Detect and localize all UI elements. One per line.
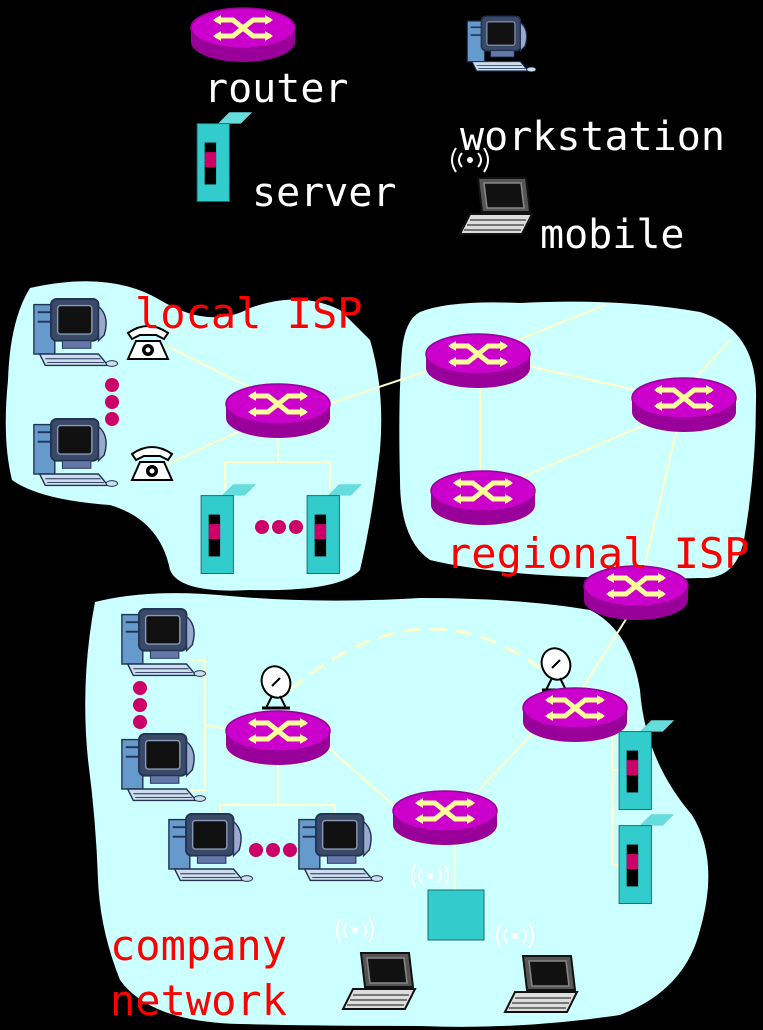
router-icon — [426, 334, 530, 388]
router-icon — [226, 384, 330, 438]
router-icon — [431, 471, 535, 525]
legend: router workstation server mobile — [191, 8, 725, 258]
router-icon — [632, 378, 736, 432]
legend-mobile-label: mobile — [540, 212, 685, 258]
local-isp-label: local ISP — [135, 289, 363, 338]
legend-workstation-label: workstation — [460, 114, 725, 160]
legend-router-label: router — [204, 66, 349, 112]
router-icon — [226, 711, 330, 765]
router-icon — [393, 791, 497, 845]
company-label-line1: company — [110, 921, 287, 970]
ellipsis-dots — [105, 378, 119, 426]
ellipsis-dots — [133, 681, 147, 729]
regional-isp-label: regional ISP — [446, 529, 749, 578]
workstation-icon — [466, 15, 537, 73]
mobile-icon — [459, 177, 533, 235]
router-icon — [191, 8, 295, 62]
company-label-line2: network — [110, 976, 287, 1025]
ellipsis-dots — [255, 520, 303, 534]
ellipsis-dots — [249, 843, 297, 857]
wireless-base-station-icon — [427, 889, 485, 941]
router-icon — [523, 688, 627, 742]
server-icon — [196, 111, 253, 202]
legend-server-label: server — [252, 170, 397, 216]
